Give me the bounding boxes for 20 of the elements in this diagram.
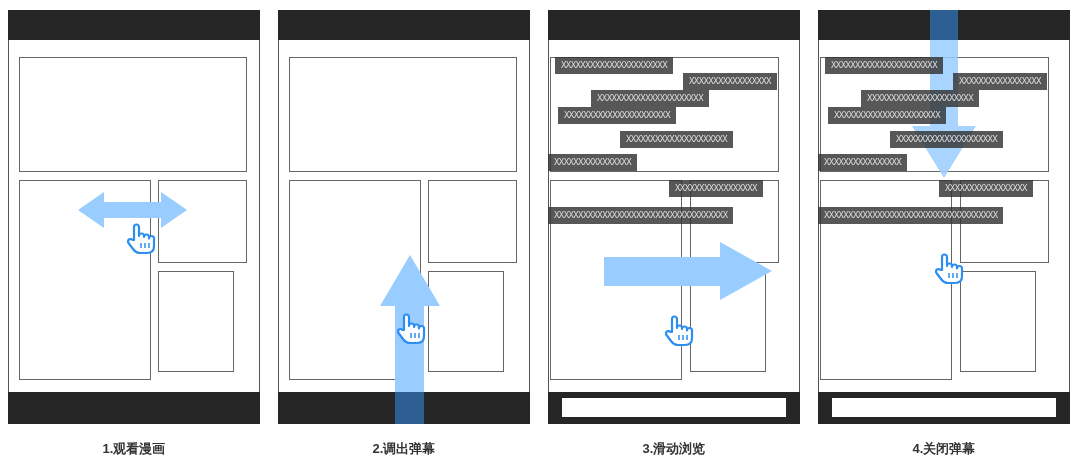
step-caption: 2.调出弹幕 (371, 440, 437, 458)
danmaku-bar: XXXXXXXXXXXXXXXXXXXXX (620, 131, 734, 148)
danmaku-bar: XXXXXXXXXXXXXXXXXXXXXX (591, 90, 709, 107)
danmaku-bar: XXXXXXXXXXXXXXXXXXXXX (890, 131, 1004, 148)
danmaku-bar: XXXXXXXXXXXXXXXXXXXXXXXXXXXXXXXXXXXX (548, 207, 734, 224)
danmaku-bar: XXXXXXXXXXXXXXXXX (953, 73, 1047, 90)
danmaku-bar: XXXXXXXXXXXXXXXX (818, 154, 908, 171)
step-caption: 4.关闭弹幕 (911, 440, 977, 458)
danmaku-bar: XXXXXXXXXXXXXXXXX (939, 180, 1033, 197)
danmaku-bar: XXXXXXXXXXXXXXXXX (683, 73, 777, 90)
step-caption: 3.滑动浏览 (641, 440, 707, 458)
danmaku-bar: XXXXXXXXXXXXXXXXXXXXXX (825, 57, 943, 74)
danmaku-bar: XXXXXXXXXXXXXXXXXXXXXX (861, 90, 979, 107)
danmaku-bar: XXXXXXXXXXXXXXXX (548, 154, 638, 171)
danmaku-bar: XXXXXXXXXXXXXXXXXXXXXX (558, 107, 676, 124)
danmaku-bar: XXXXXXXXXXXXXXXXX (669, 180, 763, 197)
danmaku-bar: XXXXXXXXXXXXXXXXXXXXXX (828, 107, 946, 124)
danmaku-bar: XXXXXXXXXXXXXXXXXXXXXX (555, 57, 673, 74)
danmaku-bar: XXXXXXXXXXXXXXXXXXXXXXXXXXXXXXXXXXXX (818, 207, 1004, 224)
step-caption: 1.观看漫画 (101, 440, 167, 458)
